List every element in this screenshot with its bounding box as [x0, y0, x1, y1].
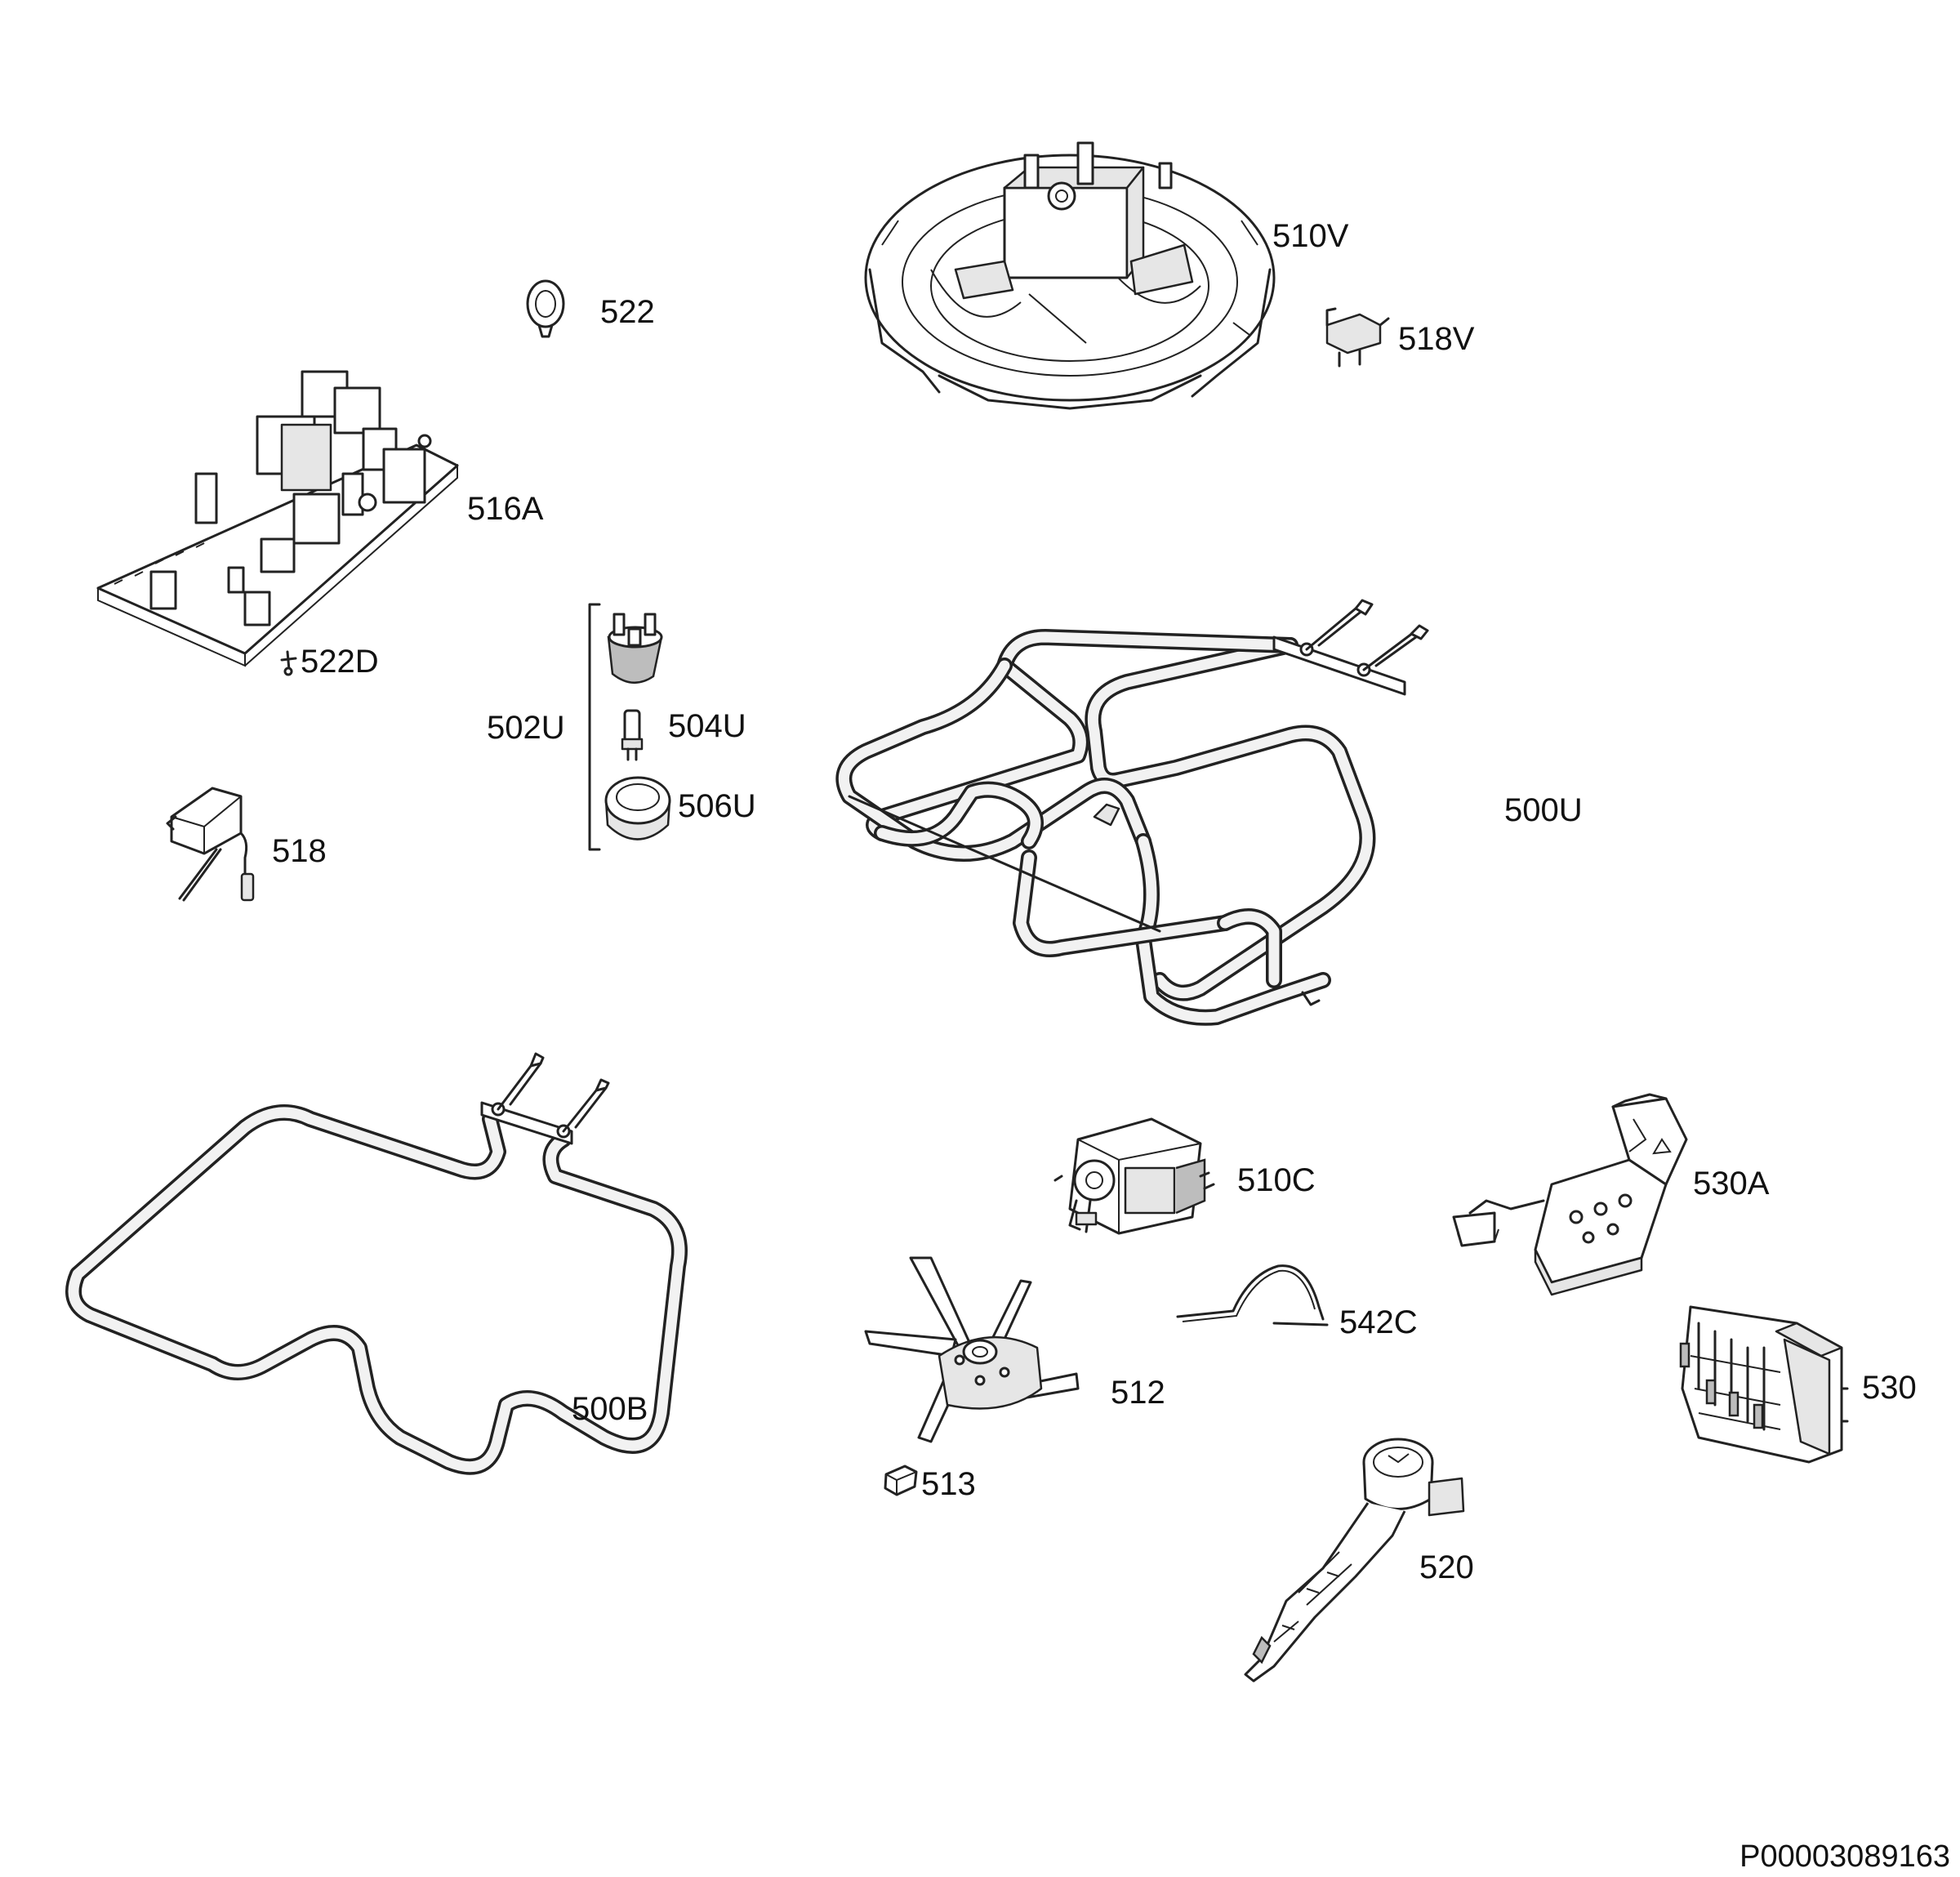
part-518-thermostat[interactable]: [166, 787, 255, 902]
label-518V: 518V: [1398, 321, 1475, 357]
label-530: 530: [1862, 1370, 1917, 1406]
label-513: 513: [921, 1466, 976, 1502]
label-522: 522: [600, 294, 655, 330]
part-530-switch-block[interactable]: [1679, 1305, 1849, 1464]
part-510V-fan-motor-assembly[interactable]: [864, 141, 1276, 410]
bracket-502U: [588, 603, 601, 851]
part-516A-electronic-board[interactable]: [96, 370, 459, 667]
label-510V: 510V: [1272, 218, 1349, 254]
part-500B-bottom-heating-element[interactable]: [65, 1052, 688, 1475]
label-530A: 530A: [1693, 1166, 1770, 1202]
label-520: 520: [1419, 1549, 1474, 1585]
label-516A: 516A: [467, 491, 544, 527]
label-506U: 506U: [678, 788, 756, 824]
part-520-timer[interactable]: [1244, 1438, 1465, 1683]
part-500U-upper-heating-element[interactable]: [835, 599, 1429, 1026]
part-510C-cooling-fan-motor[interactable]: [1054, 1117, 1215, 1235]
label-510C: 510C: [1237, 1162, 1316, 1198]
part-522-clip[interactable]: [526, 279, 565, 338]
part-504U-lamp-holder[interactable]: [607, 613, 663, 684]
part-513-nut[interactable]: [884, 1465, 918, 1496]
diagram-reference-code: P00003089163: [1740, 1839, 1950, 1874]
label-500U: 500U: [1504, 792, 1583, 828]
part-518V-thermostat[interactable]: [1325, 307, 1390, 368]
label-542C: 542C: [1339, 1304, 1418, 1340]
part-522D-fastener[interactable]: [280, 650, 297, 676]
part-506U-lamp-cover[interactable]: [604, 776, 671, 840]
part-512-fan-blade[interactable]: [864, 1256, 1080, 1443]
part-542C-wire-clip[interactable]: [1176, 1264, 1329, 1326]
label-518: 518: [272, 833, 327, 869]
label-522D: 522D: [301, 644, 379, 680]
label-512: 512: [1111, 1375, 1165, 1411]
label-504U: 504U: [668, 708, 746, 744]
label-502U: 502U: [487, 710, 565, 746]
part-504U-lamp[interactable]: [621, 709, 644, 761]
label-500B: 500B: [572, 1391, 648, 1427]
part-530A-terminal-block[interactable]: [1452, 1093, 1688, 1296]
